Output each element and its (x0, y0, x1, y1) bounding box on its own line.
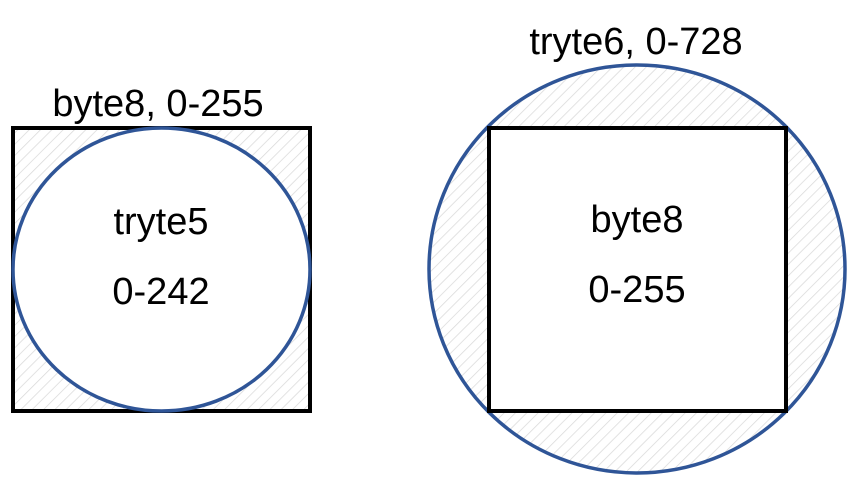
left-outer-label: byte8, 0-255 (52, 83, 263, 125)
right-figure: tryte6, 0-728 byte8 0-255 (427, 21, 847, 475)
right-outer-label: tryte6, 0-728 (529, 21, 742, 63)
right-square-byte8 (487, 126, 788, 413)
left-circle-tryte5 (11, 126, 312, 413)
left-inner-name: tryte5 (113, 201, 208, 243)
left-figure: byte8, 0-255 tryte5 0-242 (11, 83, 312, 413)
right-inner-name: byte8 (591, 199, 684, 241)
right-inner-range: 0-255 (588, 269, 685, 311)
left-inner-range: 0-242 (112, 271, 209, 313)
